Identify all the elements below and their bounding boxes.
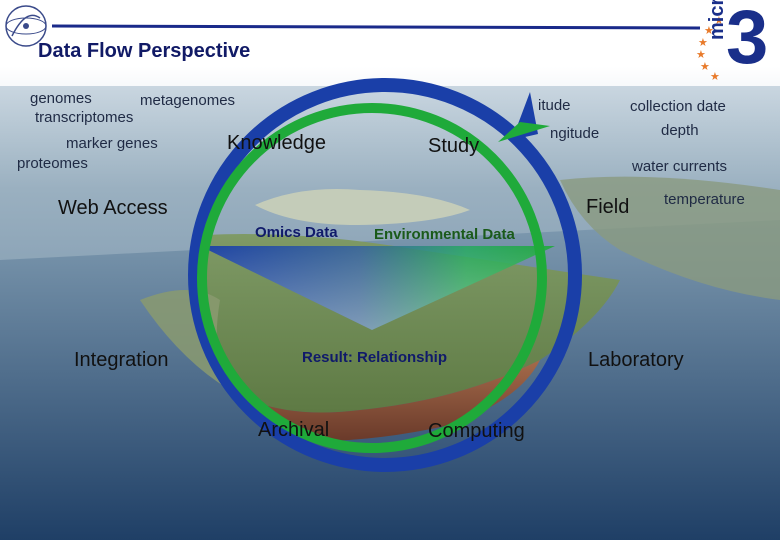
term-transcriptomes: transcriptomes: [35, 109, 134, 126]
term-depth: depth: [661, 122, 699, 139]
svg-text:★: ★: [704, 24, 714, 37]
term-marker-genes: marker genes: [66, 135, 158, 152]
svg-text:★: ★: [710, 70, 720, 82]
term-proteomes: proteomes: [17, 155, 88, 172]
institute-emblem-icon: [5, 5, 47, 47]
page-title: Data Flow Perspective: [38, 40, 251, 62]
funnel-omics-data: Omics Data: [255, 224, 338, 241]
term-water-currents: water currents: [632, 158, 728, 175]
term-collection-date: collection date: [630, 98, 726, 115]
stage-field: Field: [586, 196, 630, 218]
stage-archival: Archival: [258, 419, 330, 441]
term-latitude: itude: [538, 97, 571, 114]
stage-laboratory: Laboratory: [588, 349, 684, 371]
cycle-arrowheads: [498, 92, 550, 142]
svg-text:★: ★: [696, 48, 706, 61]
funnel-result: Result: Relationship: [302, 349, 448, 366]
svg-text:★: ★: [700, 60, 710, 73]
funnel-environmental-data: Environmental Data: [374, 226, 515, 243]
term-metagenomes: metagenomes: [140, 92, 236, 109]
stage-integration: Integration: [74, 349, 169, 371]
micro3-logo: ★ ★ ★ ★ ★ ★ micro 3: [690, 0, 775, 88]
term-temperature: temperature: [664, 191, 745, 208]
logo-digit: 3: [726, 0, 769, 80]
stage-study: Study: [428, 135, 480, 157]
svg-text:★: ★: [714, 14, 724, 27]
stage-web-access: Web Access: [58, 197, 168, 219]
eu-stars-icon: ★ ★ ★ ★ ★ ★: [696, 14, 724, 82]
green-arrowhead-icon: [498, 122, 550, 142]
term-genomes: genomes: [30, 90, 92, 107]
stage-knowledge: Knowledge: [227, 132, 326, 154]
stage-computing: Computing: [428, 420, 525, 442]
term-longitude: ngitude: [550, 125, 600, 142]
svg-text:★: ★: [698, 36, 708, 49]
